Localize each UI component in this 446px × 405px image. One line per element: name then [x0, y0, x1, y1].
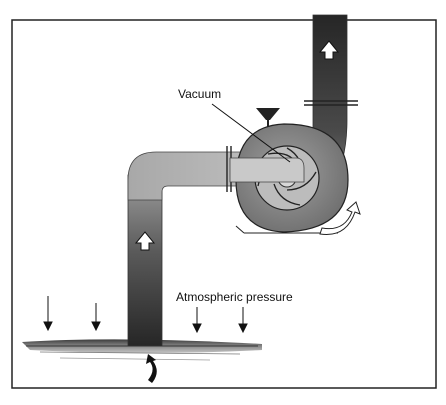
pressure-arrow-icon — [192, 307, 202, 334]
pump — [229, 108, 349, 234]
atmospheric-pressure-label: Atmospheric pressure — [176, 290, 293, 304]
suction-pipe — [127, 174, 163, 347]
rotation-arrow-icon — [319, 201, 361, 236]
inflow-arrow-icon — [146, 354, 157, 383]
figure-frame — [11, 19, 437, 389]
valve-handle-icon — [256, 108, 280, 120]
vacuum-leader-line — [211, 103, 291, 163]
vacuum-label: Vacuum — [178, 87, 221, 101]
pressure-arrows — [43, 296, 248, 334]
pressure-arrow-icon — [43, 296, 53, 332]
flow-arrow-icon — [318, 40, 340, 60]
pressure-arrow-icon — [238, 307, 248, 334]
pressure-arrow-icon — [91, 303, 101, 332]
flow-arrow-icon — [134, 231, 156, 251]
